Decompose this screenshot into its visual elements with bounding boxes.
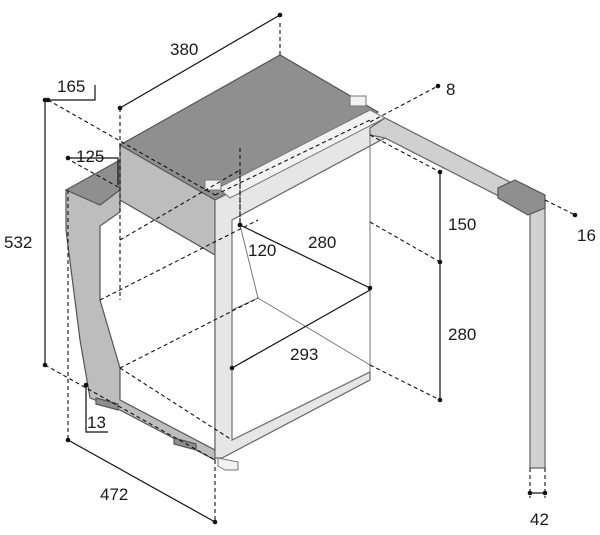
dim-dot [237,222,243,228]
hidden-line-h150-bot [369,221,441,263]
label-120: 120 [248,241,276,260]
foot-middle [173,437,197,451]
dim-line-472 [67,439,216,523]
dim-dot [277,12,283,18]
label-8: 8 [446,80,455,99]
dim-dot [42,362,48,368]
hidden-line-inner-box [119,169,241,241]
label-16: 16 [577,226,596,245]
door-hinge-block [497,179,546,216]
hidden-line-inner-floor [119,297,259,369]
label-125: 125 [76,147,104,166]
dim-dot [42,97,48,103]
dim-line-13 [85,385,108,433]
cabinet-side-panel [65,144,216,461]
dim-dot [83,382,89,388]
hidden-line-h280-bot [369,364,441,401]
dim-dot [437,259,443,265]
label-380: 380 [170,40,198,59]
dim-dot [437,169,443,175]
label-150: 150 [448,215,476,234]
foot-left [95,397,119,411]
dim-dot [367,285,373,291]
hidden-line-inner-box2 [99,219,259,301]
top-bracket-right [349,95,367,107]
label-280-depth: 280 [308,233,336,252]
interior-back-edge [231,224,259,311]
frame-inner-edge [231,135,371,441]
hidden-line-h150-top [369,134,441,173]
top-bracket-left [204,179,222,191]
dim-dot [527,490,533,496]
dim-dot [212,519,218,525]
interior-floor-edge [257,297,371,366]
dim-dot [65,155,71,161]
label-42: 42 [530,510,549,529]
dim-dot [437,397,443,403]
dim-line-380 [119,14,281,109]
foot-front [217,457,239,471]
dim-line-293 [231,289,371,369]
dim-line-280-depth [239,224,371,289]
dim-dot [229,365,235,371]
dim-dot [572,212,578,218]
door-panel [369,117,546,469]
dim-dot [435,83,441,89]
hidden-line-door-top [369,85,439,123]
label-293: 293 [290,345,318,364]
dim-line-125 [68,157,119,185]
dim-line-165 [48,85,96,101]
hidden-line-inner-top [214,119,371,196]
dim-dot [65,437,71,443]
label-165: 165 [57,77,85,96]
hidden-line-door-side [544,199,576,216]
label-532: 532 [4,233,32,252]
label-472: 472 [100,485,128,504]
hidden-line-base [44,364,216,461]
hidden-line-inner-floor2 [119,367,233,441]
label-280-height: 280 [448,325,476,344]
dim-dot [117,105,123,111]
label-13: 13 [87,413,106,432]
hidden-line-step [65,157,121,189]
cabinet-top-panel [118,54,380,201]
dim-dot [542,490,548,496]
